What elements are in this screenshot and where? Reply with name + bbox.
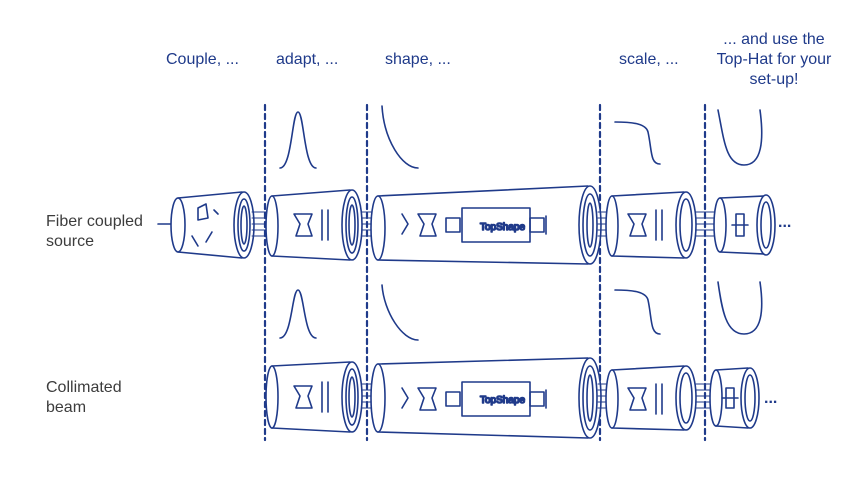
beam-profiles-top [279, 105, 763, 169]
topshape-module-bottom [370, 357, 602, 439]
row-label-collimated-line-2: beam [46, 399, 87, 416]
beam-profiles-bottom [279, 281, 763, 341]
header-adapt: adapt, ... [276, 51, 339, 68]
scaler-module-bottom [605, 365, 697, 431]
topshape-label-bottom: TopShape [480, 395, 525, 406]
scaled-profile-bottom-icon [614, 289, 661, 335]
tophat-module-top [713, 194, 776, 256]
gaussian-wide-profile-icon [381, 105, 419, 169]
scaler-module-top [605, 191, 697, 259]
adapter-module-bottom [265, 361, 363, 433]
gaussian-profile-bottom-icon [279, 289, 317, 339]
header-tophat-line-1: ... and use the [723, 31, 825, 48]
fiber-coupler-module [157, 191, 255, 259]
continuation-dots-top: ... [778, 214, 792, 231]
topshape-module-top [370, 185, 602, 265]
tophat-profile-icon [717, 109, 763, 166]
row-label-fiber-line-1: Fiber coupled [46, 213, 143, 230]
row-label-fiber: Fiber coupled source [46, 212, 143, 252]
header-scale: scale, ... [619, 51, 679, 68]
header-tophat-line-3: set-up! [749, 71, 799, 88]
adapter-module-top [265, 189, 363, 261]
row-label-fiber-line-2: source [46, 233, 95, 250]
gaussian-wide-profile-bottom-icon [381, 284, 419, 341]
scaled-profile-icon [614, 121, 661, 165]
continuation-dots-bottom: ... [764, 390, 778, 407]
tophat-profile-bottom-icon [717, 281, 763, 335]
row-label-collimated: Collimated beam [46, 378, 122, 418]
header-shape: shape, ... [385, 51, 451, 68]
topshape-label-top: TopShape [480, 222, 525, 233]
row-label-collimated-line-1: Collimated [46, 379, 122, 396]
tophat-module-bottom [709, 367, 760, 429]
header-tophat: ... and use the Top-Hat for your set-up! [712, 30, 836, 90]
gaussian-profile-icon [279, 111, 317, 169]
header-tophat-line-2: Top-Hat for your [716, 51, 832, 68]
header-couple: Couple, ... [166, 51, 239, 68]
